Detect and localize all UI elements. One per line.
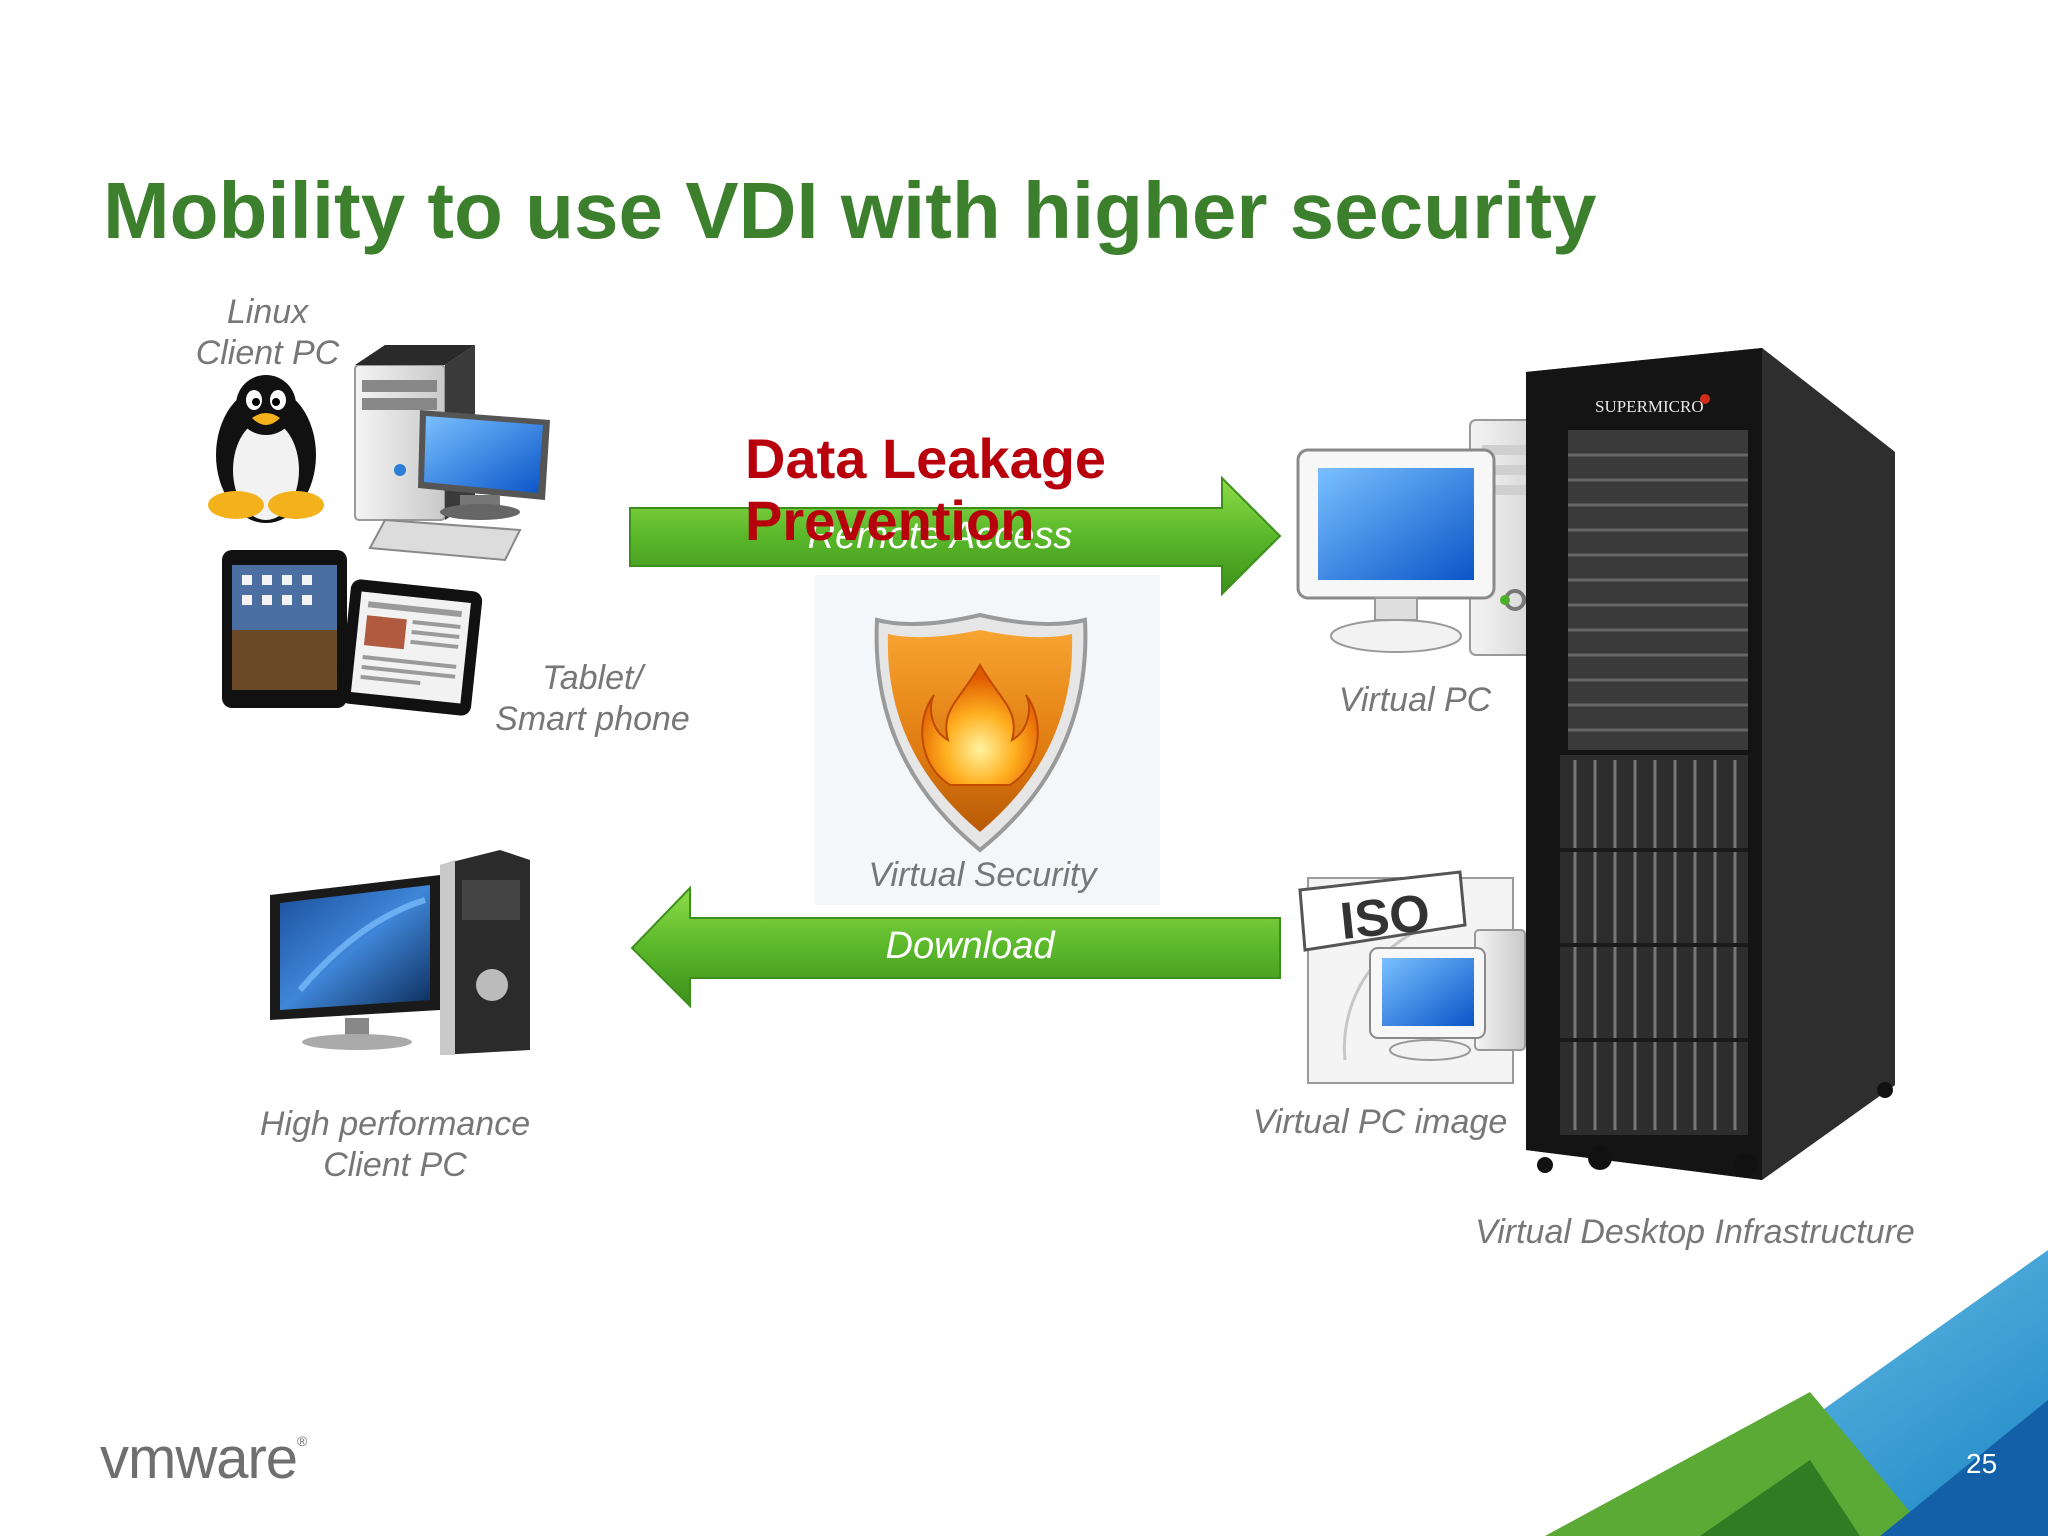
iso-label: ISO	[1338, 884, 1433, 951]
linux-client-label-line2: Client PC	[195, 334, 340, 372]
virtual-pc-label: Virtual PC	[1338, 681, 1492, 719]
linux-penguin-icon	[208, 375, 324, 523]
virtual-security-label: Virtual Security	[868, 856, 1097, 894]
vdi-label: Virtual Desktop Infrastructure	[1475, 1213, 1915, 1251]
remote-access-label: Remote Access	[807, 515, 1073, 557]
tablet-label: Tablet/ Smart phone	[480, 658, 705, 740]
remote-access-arrow	[629, 475, 1282, 597]
vmware-logo: vmware®	[100, 1425, 307, 1492]
desktop-pc-icon	[354, 345, 550, 562]
page-number: 25	[1966, 1448, 1998, 1479]
iso-image-icon: ISO	[1298, 870, 1526, 1084]
slide-title: Mobility to use VDI with higher security	[103, 166, 1597, 255]
linux-client-label-line1: Linux	[226, 293, 309, 331]
high-performance-label-line2: Client PC	[323, 1146, 467, 1184]
tablet-label-line1: Tablet/	[542, 659, 643, 697]
firewall-shield-icon	[874, 612, 1088, 853]
vmware-logo-mark: ®	[297, 1433, 307, 1449]
virtual-pc-image-label: Virtual PC image	[1252, 1103, 1508, 1141]
download-label: Download	[885, 925, 1055, 967]
vmware-logo-text: vmware	[100, 1426, 298, 1491]
tablet-icon	[222, 550, 483, 716]
high-performance-label: High performance Client PC	[245, 1104, 545, 1186]
linux-client-label: Linux Client PC	[180, 292, 355, 374]
download-arrow	[630, 885, 1281, 1009]
server-brand: SUPERMICRO	[1595, 397, 1704, 416]
tablet-label-line2: Smart phone	[495, 700, 690, 738]
virtual-pc-icon	[1296, 419, 1569, 656]
high-performance-pc-icon	[270, 850, 530, 1055]
corner-decoration	[1545, 1250, 2048, 1536]
server-rack-icon: SUPERMICRO	[1526, 348, 1895, 1180]
dlp-label: Data Leakage Prevention	[745, 427, 1107, 552]
high-performance-label-line1: High performance	[259, 1105, 531, 1143]
server-units	[1560, 430, 1748, 1135]
